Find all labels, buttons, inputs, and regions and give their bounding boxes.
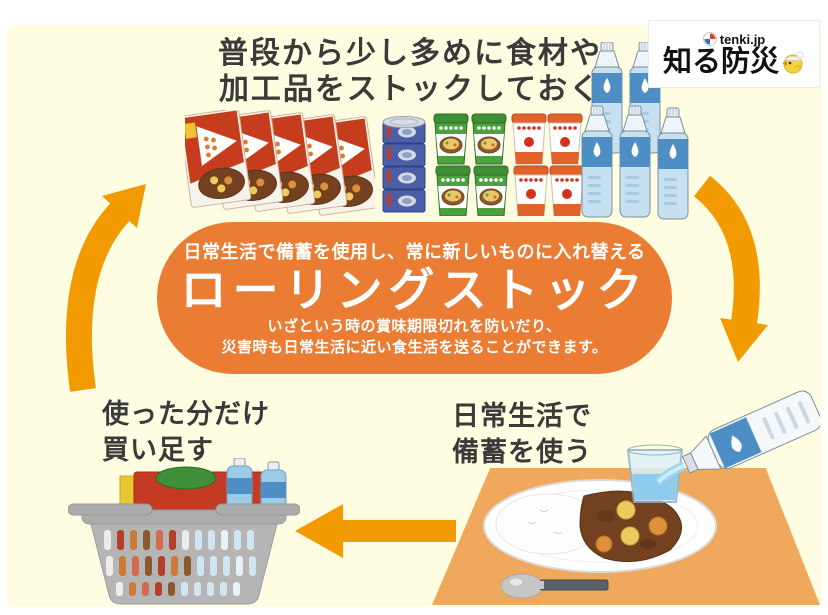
restock-step-label-line2: 買い足す <box>102 435 214 465</box>
shopping-basket-illustration <box>68 458 300 605</box>
rolling-stock-badge: 日常生活で備蓄を使用し、常に新しいものに入れ替える ローリングストック いざとい… <box>157 222 672 374</box>
use-stock-step-label-line2: 備蓄を使う <box>452 437 592 467</box>
badge-benefit-line1: いざという時の賞味期限切れを防いだり、 <box>267 318 562 335</box>
spoon-icon <box>500 573 609 599</box>
tenki-logo-icon <box>702 32 717 46</box>
tenki-jp-logo: tenki.jp 知る防災 <box>648 20 820 88</box>
arrow-down-right-icon <box>693 175 768 362</box>
service-name-text: 知る防災 <box>662 45 779 78</box>
badge-tagline: 日常生活で備蓄を使用し、常に新しいものに入れ替える <box>183 242 646 262</box>
stock-step-label: 普段から少し多めに食材や 加工品をストックしておく <box>195 36 625 108</box>
use-stock-step-label-line1: 日常生活で <box>452 401 592 431</box>
chick-mascot-icon <box>782 51 804 73</box>
stock-step-label-line2: 加工品をストックしておく <box>218 73 602 106</box>
use-stock-step-label: 日常生活で 備蓄を使う <box>452 398 592 470</box>
retort-curry-pouches-illustration <box>185 110 375 216</box>
tenki-brand-text: tenki.jp <box>719 31 766 47</box>
stock-step-label-line1: 普段から少し多めに食材や <box>218 37 602 70</box>
restock-step-label: 使った分だけ 買い足す <box>102 396 270 468</box>
restock-step-label-line1: 使った分だけ <box>102 399 270 429</box>
arrow-up-left-icon <box>65 184 146 392</box>
badge-benefit-line2: 災害時も日常生活に近い食生活を送ることができます。 <box>221 339 608 356</box>
canned-food-stack-illustration <box>382 116 426 213</box>
badge-title: ローリングストック <box>180 264 649 316</box>
pouring-water-bottle-illustration <box>626 390 820 503</box>
curry-rice-meal-illustration <box>483 479 717 599</box>
cup-noodles-illustration <box>433 113 584 216</box>
arrow-left-bottom-icon <box>295 504 456 558</box>
